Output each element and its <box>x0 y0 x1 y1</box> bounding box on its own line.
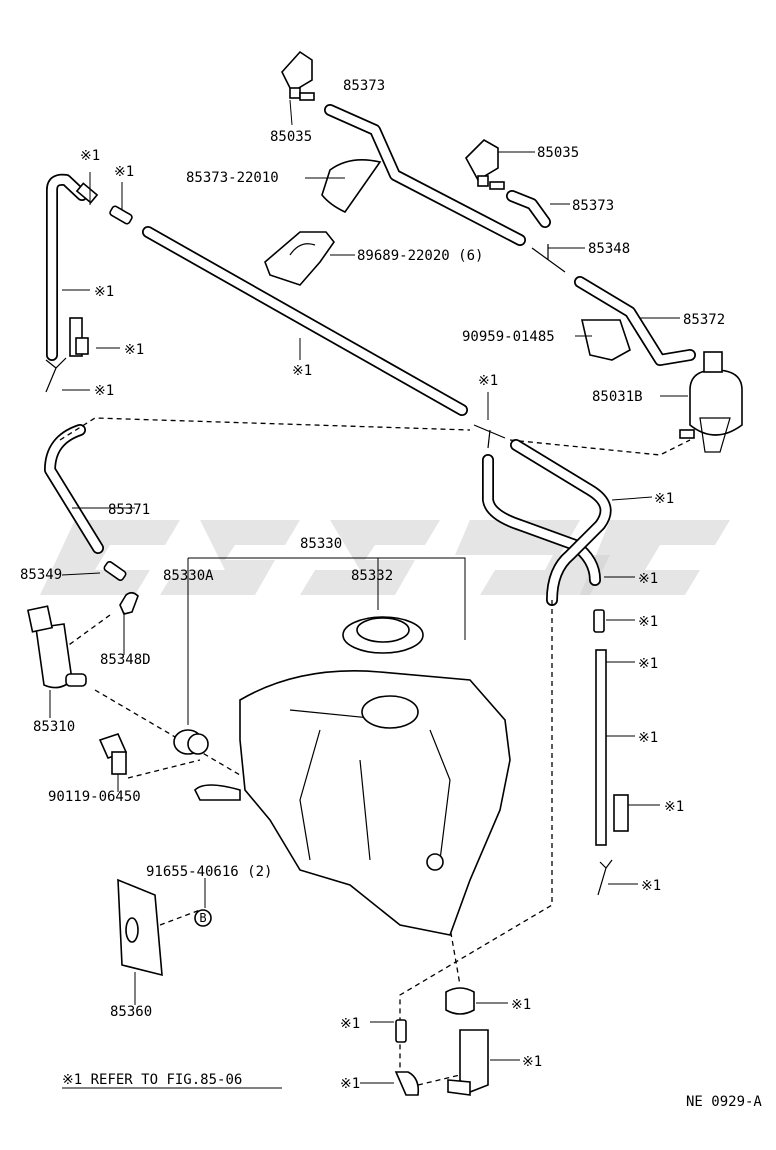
bolt-ref-letter: B <box>199 911 206 925</box>
label-91655: 91655-40616 (2) <box>146 864 272 880</box>
label-90959: 90959-01485 <box>462 329 555 345</box>
y-connector <box>45 357 67 393</box>
ref-mark: ※1 <box>124 342 144 358</box>
watermark-logo <box>40 520 730 595</box>
hose-clamp <box>264 231 335 286</box>
hose-clip <box>69 317 89 357</box>
t-connector <box>473 424 506 449</box>
right-joint <box>593 609 605 633</box>
hose-protector <box>321 159 382 214</box>
figure-code: NE 0929-A <box>686 1094 762 1110</box>
label-85330a: 85330A <box>163 568 214 584</box>
feed-hose-left <box>482 454 601 586</box>
label-90119: 90119-06450 <box>48 789 141 805</box>
ref-mark: ※1 <box>292 363 312 379</box>
ref-mark: ※1 <box>94 284 114 300</box>
feed-hose-right <box>510 439 612 606</box>
hose-85372 <box>574 276 696 366</box>
check-valve <box>679 351 743 453</box>
washer-nozzle-right <box>465 139 505 190</box>
bracket-85360 <box>117 878 163 977</box>
joint-fitting <box>109 205 133 225</box>
label-89689: 89689-22020 (6) <box>357 248 483 264</box>
label-85031b: 85031B <box>592 389 643 405</box>
ref-mark: ※1 <box>654 491 674 507</box>
bottom-elbow <box>394 1071 420 1096</box>
label-85371: 85371 <box>108 502 150 518</box>
elbow-85348d <box>119 591 139 615</box>
ref-mark: ※1 <box>94 383 114 399</box>
ref-mark: ※1 <box>340 1016 360 1032</box>
label-85348d: 85348D <box>100 652 151 668</box>
right-clip <box>613 794 629 832</box>
washer-nozzle-left <box>281 50 315 101</box>
bracket-90959 <box>580 319 631 361</box>
washer-tank <box>194 670 511 936</box>
label-85348: 85348 <box>588 241 630 257</box>
pump-grommet <box>445 987 475 1015</box>
ref-mark: ※1 <box>340 1076 360 1092</box>
part-labels: 85373 85035 85035 85373 85373-22010 8968… <box>20 78 725 1020</box>
label-85360: 85360 <box>110 1004 152 1020</box>
ref-mark: ※1 <box>638 730 658 746</box>
ref-mark: ※1 <box>638 571 658 587</box>
hose-85371 <box>44 424 104 554</box>
label-85373-top: 85373 <box>343 78 385 94</box>
label-85330: 85330 <box>300 536 342 552</box>
ref-mark: ※1 <box>522 1054 542 1070</box>
ref-mark: ※1 <box>638 656 658 672</box>
connector-85348 <box>531 244 566 273</box>
ref-mark: ※1 <box>80 148 100 164</box>
tank-cap-85332 <box>342 616 424 654</box>
pump-85310 <box>26 605 87 689</box>
ref-mark: ※1 <box>664 799 684 815</box>
bolt-ref-marker: B <box>194 909 212 927</box>
label-85373-22010: 85373-22010 <box>186 170 279 186</box>
ref-mark: ※1 <box>641 878 661 894</box>
ref-mark: ※1 <box>478 373 498 389</box>
footnote: ※1 REFER TO FIG.85-06 <box>62 1072 242 1088</box>
right-y-connector <box>597 859 613 896</box>
joint-85349 <box>103 560 127 582</box>
ref-marks: ※1 ※1 ※1 ※1 ※1 ※1 ※1 ※1 ※1 ※1 ※1 ※1 ※1 ※… <box>80 148 684 1092</box>
leader-lines <box>49 99 688 1084</box>
grommet-85330a <box>173 729 209 755</box>
left-elbow-hose <box>46 173 99 361</box>
ref-mark: ※1 <box>114 164 134 180</box>
hose-85373-long <box>324 104 526 246</box>
label-85372: 85372 <box>683 312 725 328</box>
label-85035-right: 85035 <box>537 145 579 161</box>
right-pipe <box>595 649 607 846</box>
bolt-90119 <box>98 733 128 775</box>
ref-mark: ※1 <box>638 614 658 630</box>
long-pipe <box>142 226 468 416</box>
label-85373-right: 85373 <box>572 198 614 214</box>
ref-mark: ※1 <box>511 997 531 1013</box>
label-85035-left: 85035 <box>270 129 312 145</box>
label-85310: 85310 <box>33 719 75 735</box>
pump-motor <box>447 1029 489 1096</box>
hose-85373-short <box>506 190 551 228</box>
bottom-joint <box>395 1019 407 1043</box>
label-85332: 85332 <box>351 568 393 584</box>
leader-85330 <box>187 557 466 725</box>
label-85349: 85349 <box>20 567 62 583</box>
